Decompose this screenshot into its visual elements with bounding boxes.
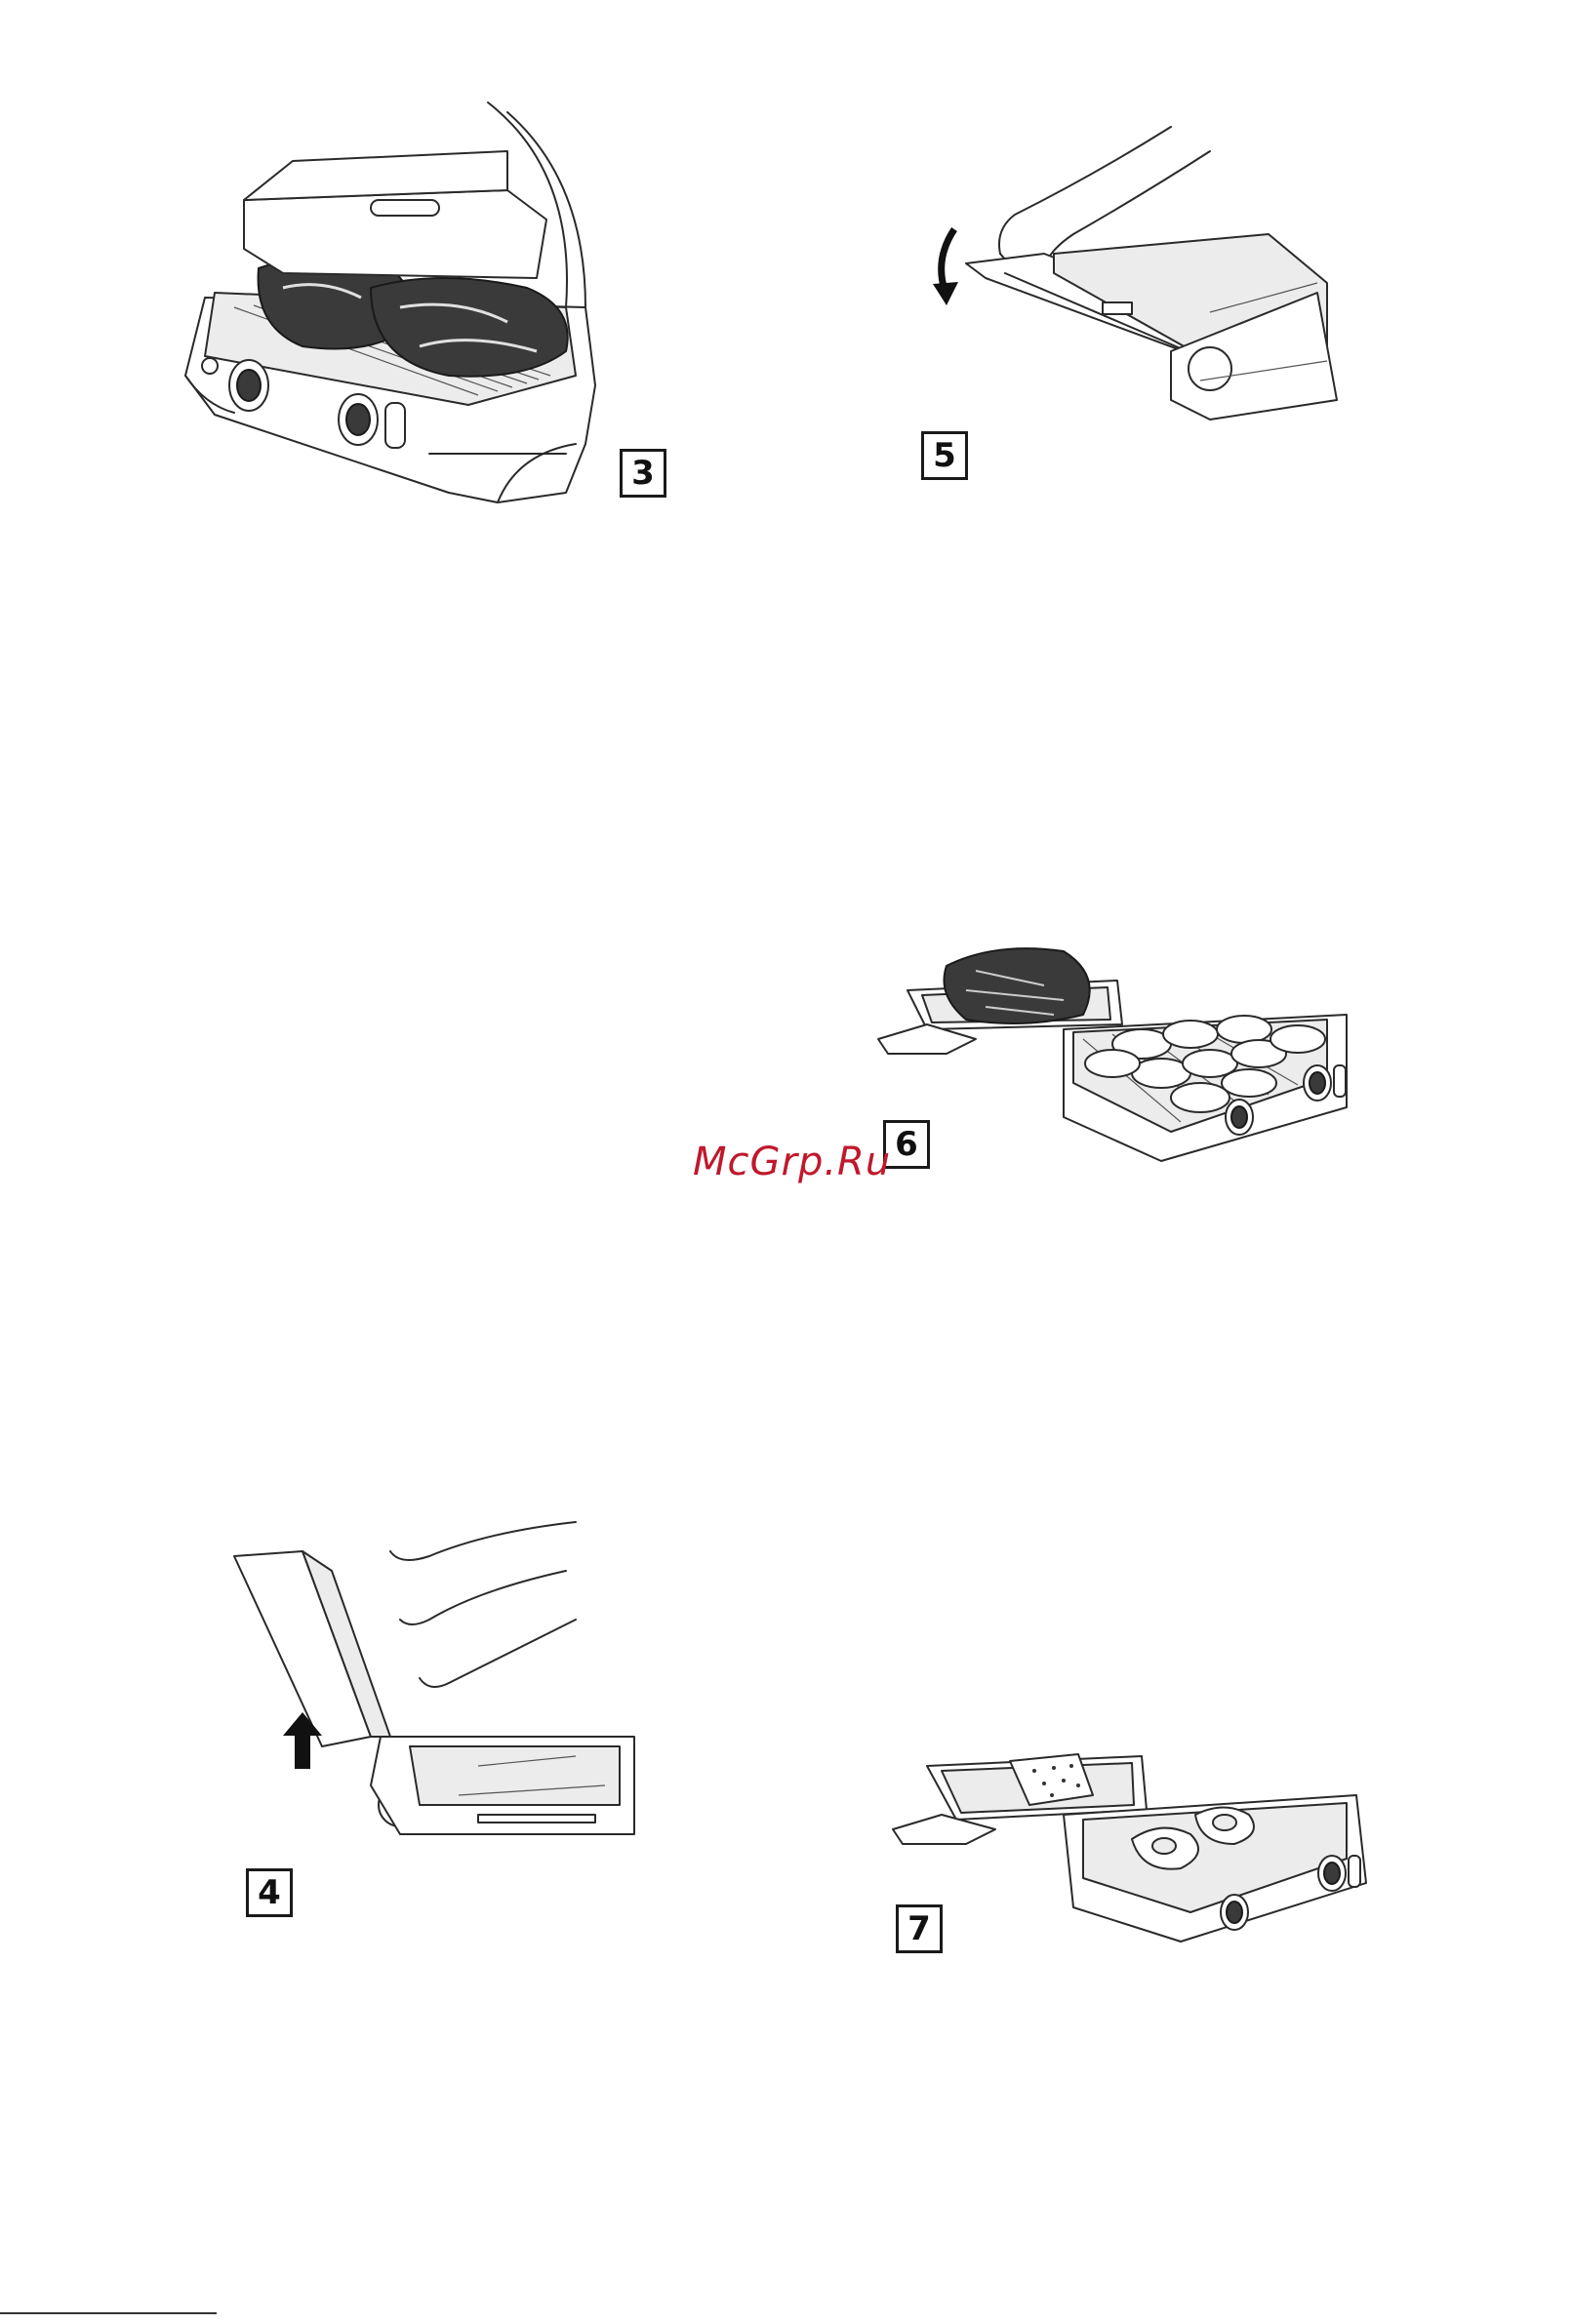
figure-number-4: 4 xyxy=(246,1868,293,1917)
figure-5-closing-lid: 5 xyxy=(917,117,1337,478)
open-grill-burgers-illustration xyxy=(868,937,1356,1176)
lifting-plate-illustration xyxy=(234,1512,644,1903)
figure-3-closed-grill: 3 xyxy=(176,161,693,512)
figure-number-3: 3 xyxy=(620,449,666,498)
watermark: McGrp.Ru xyxy=(693,1140,891,1184)
figure-number-5: 5 xyxy=(921,431,968,480)
down-arrow-icon xyxy=(927,229,966,307)
up-arrow-icon xyxy=(283,1712,322,1771)
footer-rule xyxy=(0,2312,217,2314)
figure-number-7: 7 xyxy=(896,1904,943,1953)
closed-grill-illustration xyxy=(176,161,693,512)
figure-7-sandwich-eggs: 7 xyxy=(888,1737,1376,1961)
closing-lid-illustration xyxy=(917,117,1337,478)
sandwich-eggs-illustration xyxy=(888,1737,1376,1961)
figure-4-lifting-plate: 4 xyxy=(234,1512,644,1903)
figure-6-open-grill-burgers: 6 xyxy=(868,937,1356,1176)
